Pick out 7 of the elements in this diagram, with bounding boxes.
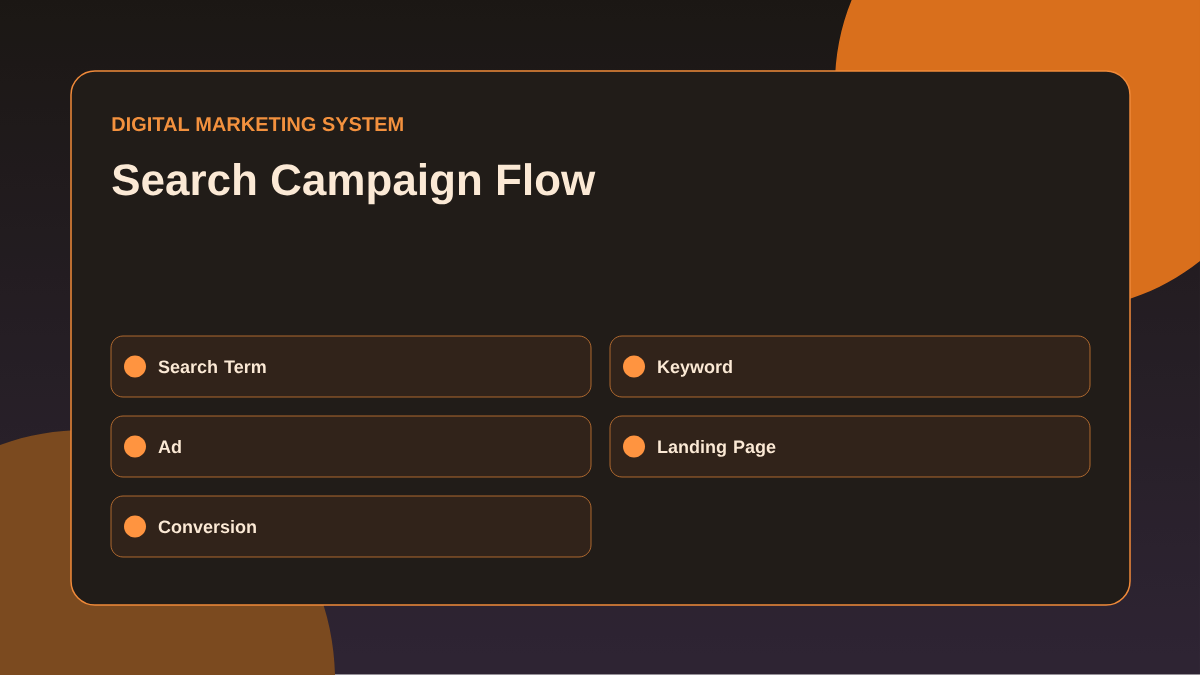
list-item-box: Conversion — [110, 495, 592, 558]
list-item-box: Landing Page — [609, 415, 1091, 478]
eyebrow-text: DIGITAL MARKETING SYSTEM — [112, 117, 403, 132]
title: Search Campaign Flow — [112, 163, 596, 205]
list-item-box: Ad — [110, 415, 592, 478]
list-item-box: Keyword — [609, 335, 1091, 398]
list-item-box: Search Term — [110, 335, 592, 398]
